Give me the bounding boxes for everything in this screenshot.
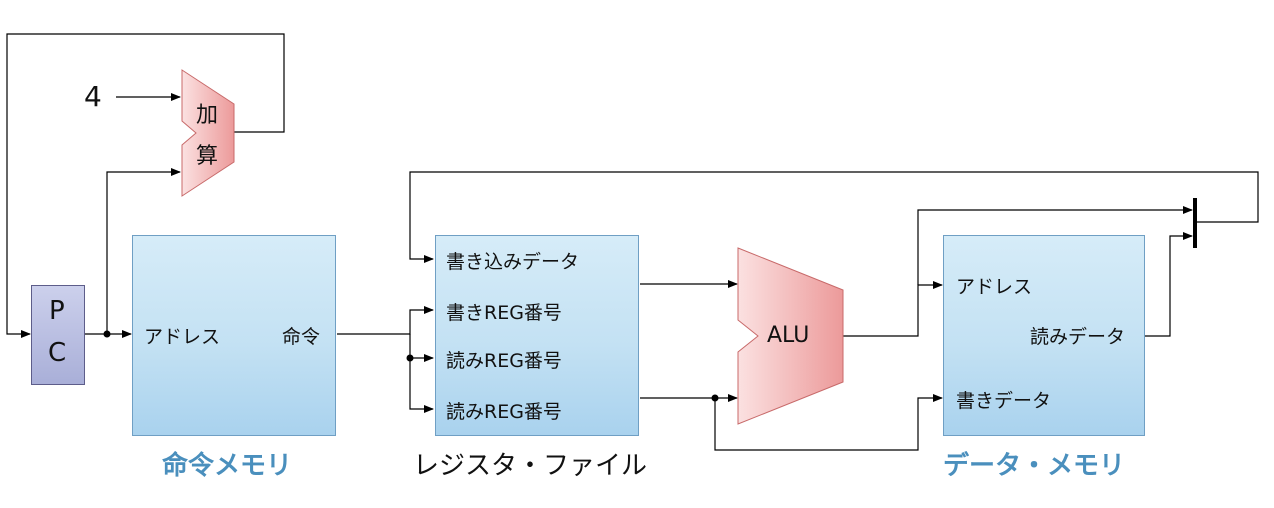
wire-instr-to-regfile [337,306,434,335]
mux-bar [1193,198,1197,248]
regfile-write-reg-port: 書きREG番号 [446,302,562,324]
wire-read2-to-dmem [714,394,943,451]
pc-label-c: C [48,338,67,368]
constant-four: 4 [84,80,102,113]
alu-shape [737,247,844,425]
regfile-write-data-port: 書き込みデータ [446,251,580,273]
dmem-write-data-port: 書きデータ [956,390,1052,412]
regfile-read-reg1-port: 読みREG番号 [446,350,562,372]
wire-pc-to-adder [106,168,181,334]
regfile-caption: レジスタ・ファイル [413,451,648,481]
data-memory [943,235,1145,436]
dmem-address-port: アドレス [956,276,1033,298]
alu-label: ALU [767,323,810,348]
instruction-memory [132,235,336,436]
wire-readdata-to-mux [1145,232,1193,337]
dmem-caption: データ・メモリ [943,451,1126,481]
wire-alu-to-mux [917,206,1193,285]
adder-label-bottom: 算 [196,144,219,169]
imem-address-port: アドレス [144,326,221,348]
pc-label-p: P [49,296,65,326]
wire-mux-to-writedata [409,171,1259,263]
regfile-read-reg2-port: 読みREG番号 [446,401,562,423]
wire-adder-to-pc [6,33,285,338]
adder-label-top: 加 [196,103,219,128]
pc-register [31,285,85,385]
adder-shape [181,69,235,197]
imem-instruction-port: 命令 [282,326,321,348]
register-file [435,235,639,436]
imem-caption: 命令メモリ [162,451,293,481]
dmem-read-data-port: 読みデータ [1030,326,1126,348]
wire-alu-to-dmem [843,281,943,337]
